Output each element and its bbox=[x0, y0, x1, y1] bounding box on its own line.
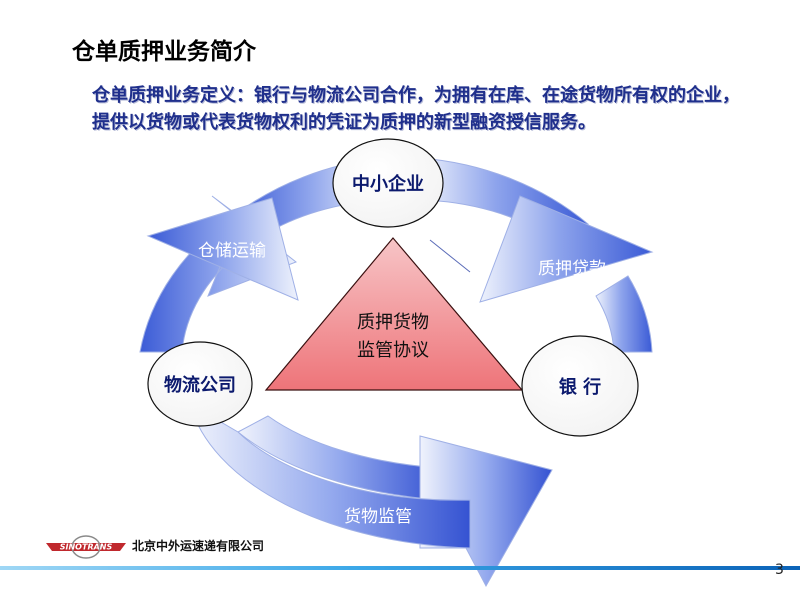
company-name: 北京中外运速递有限公司 bbox=[132, 539, 265, 553]
node-bank bbox=[521, 335, 639, 437]
center-triangle bbox=[264, 237, 524, 391]
node-sme bbox=[332, 138, 444, 228]
node-logistics bbox=[147, 341, 253, 427]
footer-bar bbox=[0, 566, 800, 570]
slide-title: 仓单质押业务简介 bbox=[72, 39, 256, 65]
page-number: 3 bbox=[775, 562, 784, 578]
arrow-bottom-label: 货物监管 bbox=[344, 507, 412, 527]
center-label-line1: 质押货物 bbox=[357, 312, 429, 333]
node-bank-label: 银 行 bbox=[559, 376, 601, 398]
arrow-right-pledge-loan bbox=[419, 157, 654, 353]
arrow-bottom-goods-supervision bbox=[189, 402, 553, 588]
arrow-right-label: 质押贷款 bbox=[538, 259, 606, 279]
node-logistics-label: 物流公司 bbox=[164, 374, 236, 396]
logo-text: SINOTRANS bbox=[60, 543, 113, 552]
arrow-left-label: 仓储运输 bbox=[198, 241, 266, 261]
node-sme-label: 中小企业 bbox=[352, 173, 424, 195]
connector-top-right bbox=[429, 239, 471, 273]
definition-text: 仓单质押业务定义：银行与物流公司合作，为拥有在库、在途货物所有权的企业，提供以货… bbox=[92, 85, 740, 133]
center-label-line2: 监管协议 bbox=[357, 340, 429, 361]
sinotrans-logo: SINOTRANS bbox=[46, 535, 126, 559]
